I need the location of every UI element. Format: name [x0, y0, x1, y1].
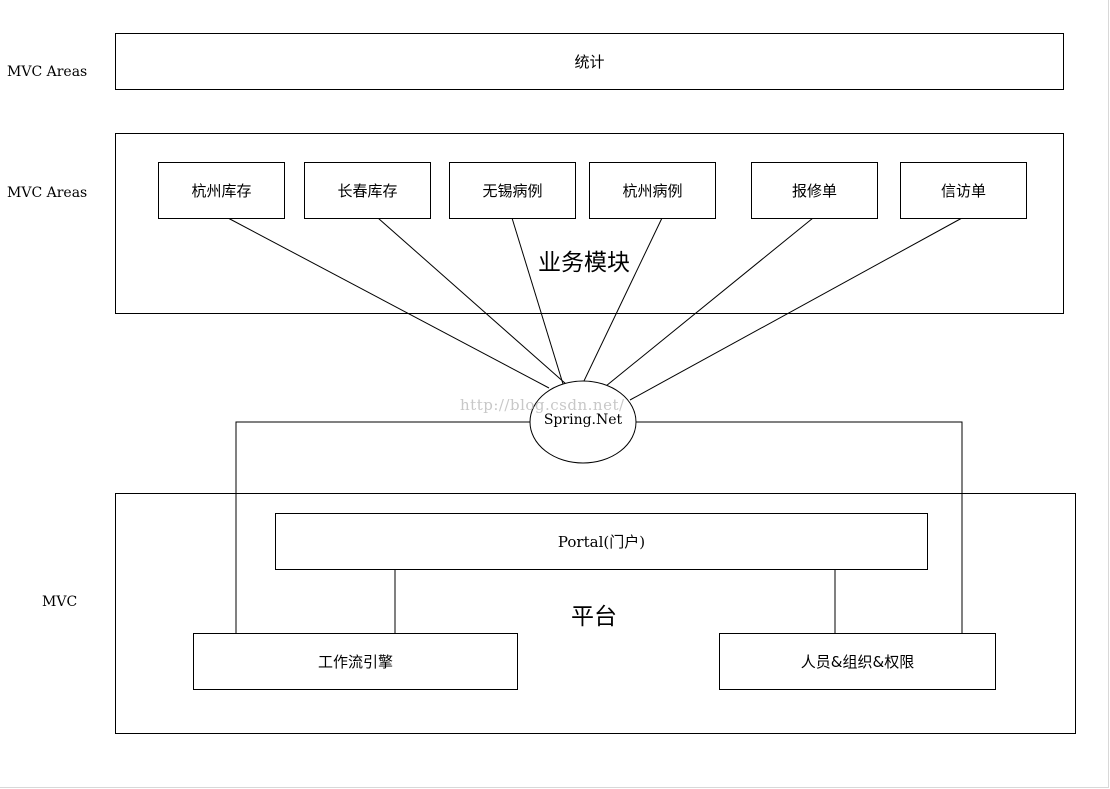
- module-hangzhou-stock: 杭州库存: [158, 162, 285, 219]
- people-org-permission-label: 人员&组织&权限: [800, 653, 915, 671]
- people-org-permission-box: 人员&组织&权限: [719, 633, 996, 690]
- portal-box: Portal(门户): [275, 513, 928, 570]
- side-label-areas-2: MVC Areas: [7, 185, 88, 201]
- platform-container: [115, 493, 1076, 734]
- business-modules-title: 业务模块: [538, 250, 630, 276]
- connector-hangzhou-cases: [582, 217, 663, 384]
- module-label: 杭州库存: [191, 182, 252, 200]
- module-hangzhou-cases: 杭州病例: [589, 162, 716, 219]
- side-label-mvc: MVC: [42, 594, 78, 610]
- stats-label: 统计: [574, 53, 605, 71]
- module-label: 信访单: [940, 182, 986, 200]
- module-label: 无锡病例: [482, 182, 543, 200]
- module-changchun-stock: 长春库存: [304, 162, 431, 219]
- connector-changchun-stock: [377, 217, 567, 385]
- portal-label: Portal(门户): [557, 533, 646, 551]
- spring-net-ellipse: [529, 380, 637, 464]
- connector-hangzhou-stock: [227, 217, 550, 389]
- stats-box: 统计: [115, 33, 1064, 90]
- module-label: 报修单: [791, 182, 837, 200]
- module-wuxi-cases: 无锡病例: [449, 162, 576, 219]
- connector-wuxi-cases: [511, 217, 564, 385]
- module-repair-orders: 报修单: [751, 162, 878, 219]
- spring-net-label: Spring.Net: [543, 412, 623, 428]
- workflow-engine-box: 工作流引擎: [193, 633, 518, 690]
- side-label-areas-1: MVC Areas: [7, 64, 88, 80]
- platform-title: 平台: [571, 604, 617, 630]
- connector-spring-workflow: [235, 421, 530, 634]
- connector-repair-orders: [605, 217, 814, 387]
- watermark-text: http://blog.csdn.net/: [460, 396, 625, 414]
- workflow-engine-label: 工作流引擎: [317, 653, 393, 671]
- module-label: 杭州病例: [622, 182, 683, 200]
- connector-petition-orders: [629, 217, 963, 401]
- module-petition-orders: 信访单: [900, 162, 1027, 219]
- module-label: 长春库存: [337, 182, 398, 200]
- connector-spring-people: [636, 421, 963, 634]
- business-modules-container: [115, 133, 1064, 314]
